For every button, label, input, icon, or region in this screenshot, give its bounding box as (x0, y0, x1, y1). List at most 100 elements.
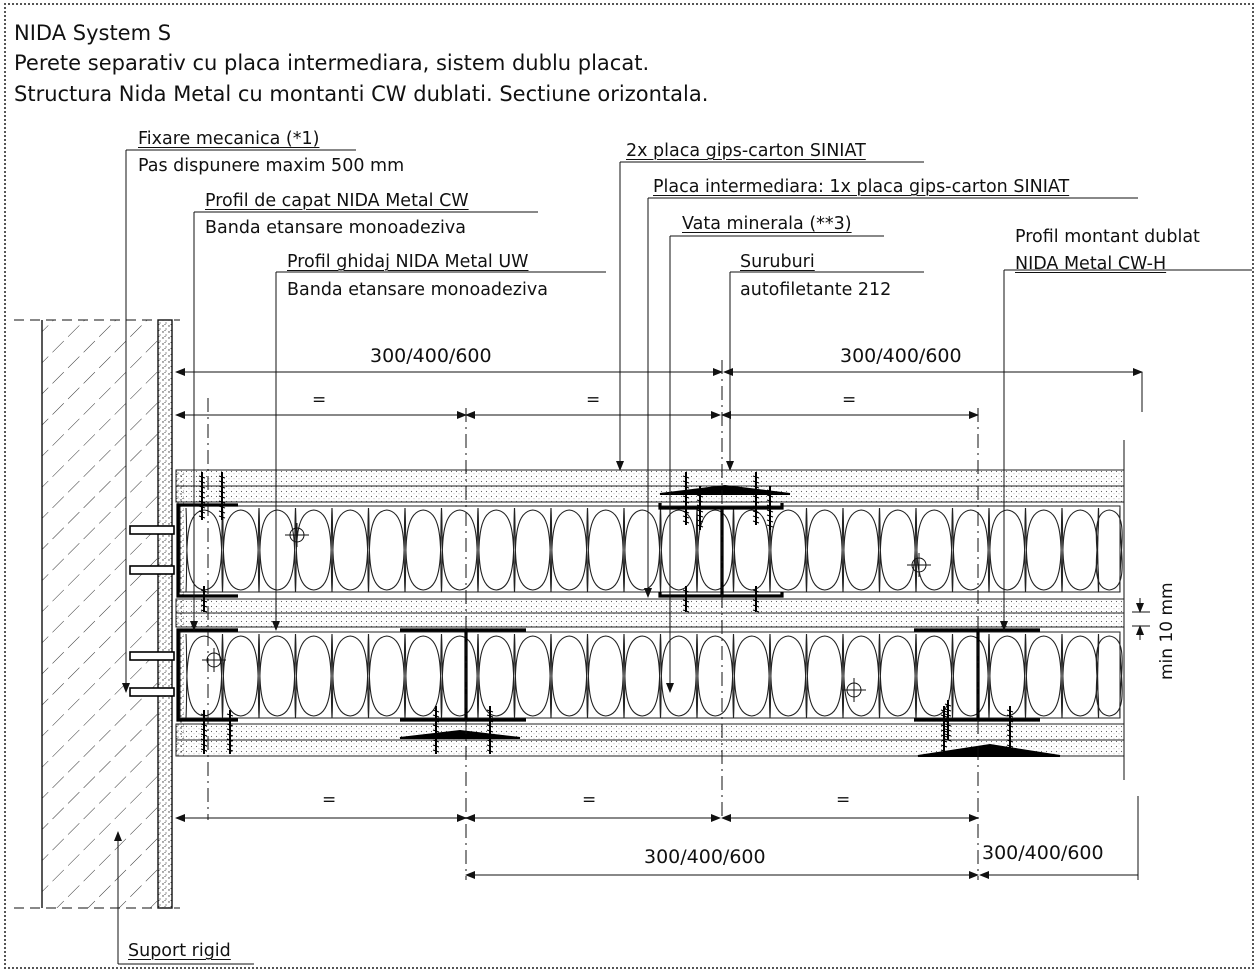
wool-loop (842, 633, 881, 719)
screw-thread (696, 514, 704, 518)
screw-thread (226, 738, 234, 742)
screw-thread (218, 490, 226, 494)
screw-thread (486, 729, 494, 733)
screw-thread (432, 724, 440, 728)
dim-top-right: 300/400/600 (840, 345, 962, 367)
screw-thread (218, 495, 226, 499)
wool-loop (805, 633, 844, 719)
screw-thread (682, 495, 690, 499)
screw-thread (218, 515, 226, 519)
screw-thread (682, 505, 690, 509)
screw-thread (682, 604, 690, 608)
screw-thread (752, 594, 760, 598)
wool-loop (185, 633, 224, 719)
screw-head-fill (917, 743, 1061, 757)
screw-thread (1006, 724, 1014, 728)
screw-thread (226, 748, 234, 752)
screw-thread (198, 500, 206, 504)
screw-thread (226, 723, 234, 727)
screw-thread (1006, 739, 1014, 743)
wool-loop (440, 633, 479, 719)
wool-loop (623, 633, 662, 719)
screw-thread (682, 520, 690, 524)
screw-thread (696, 494, 704, 498)
label-placa-2x: 2x placa gips-carton SINIAT (626, 141, 866, 161)
eq-top-2: = (586, 390, 601, 410)
wool-loop (513, 507, 552, 593)
screw-thread (752, 510, 760, 514)
wool-loop (440, 507, 479, 593)
wool-loop (1061, 633, 1100, 719)
dotted-frame (4, 3, 1254, 969)
wool-loop (550, 507, 589, 593)
wool-loop (586, 633, 625, 719)
screw-thread (752, 599, 760, 603)
screw-thread (218, 510, 226, 514)
screw-thread (944, 723, 952, 727)
screw-thread (682, 475, 690, 479)
wool-loop (331, 633, 370, 719)
wool-loop (951, 633, 990, 719)
wool-loop (1095, 507, 1123, 593)
screw-thread (1006, 714, 1014, 718)
screws (198, 472, 1061, 757)
wool-loop (550, 633, 589, 719)
wool-loop (915, 507, 954, 593)
dim-top-left: 300/400/600 (370, 345, 492, 367)
wool-loop (878, 507, 917, 593)
wool-loop (294, 507, 333, 593)
wool-loop (659, 633, 698, 719)
screw-thread (486, 744, 494, 748)
screw-thread (486, 709, 494, 713)
label-fixare: Fixare mecanica (*1) (138, 129, 320, 149)
wool-loop (404, 633, 443, 719)
screw-thread (940, 724, 948, 728)
screw-thread (200, 713, 208, 717)
screw-thread (198, 480, 206, 484)
screw-thread (218, 500, 226, 504)
screw-thread (198, 510, 206, 514)
screw-thread (200, 738, 208, 742)
title-line-1: NIDA System S (14, 21, 172, 45)
wool-loop (586, 507, 625, 593)
screw-thread (432, 739, 440, 743)
wool-loop (1024, 633, 1063, 719)
screw-thread (682, 480, 690, 484)
screw-thread (200, 594, 208, 598)
label-profil-capat: Profil de capat NIDA Metal CW (205, 191, 469, 211)
screw-thread (944, 703, 952, 707)
screw-thread (682, 485, 690, 489)
screw-thread (696, 519, 704, 523)
label-montant-2: NIDA Metal CW-H (1015, 254, 1167, 274)
wool-loop (696, 507, 735, 593)
screw-thread (766, 509, 774, 513)
label-profil-ghidaj: Profil ghidaj NIDA Metal UW (287, 252, 529, 272)
label-banda-2: Banda etansare monoadeziva (287, 280, 548, 300)
wool-loop (1024, 507, 1063, 593)
screw-thread (200, 599, 208, 603)
screw-thread (944, 738, 952, 742)
label-vata: Vata minerala (**3) (682, 214, 852, 234)
screw-thread (766, 494, 774, 498)
label-suruburi: Suruburi (740, 252, 815, 272)
screw-thread (1006, 744, 1014, 748)
screw-thread (486, 714, 494, 718)
dim-min-gap: min 10 mm (1157, 582, 1177, 680)
screw-thread (200, 604, 208, 608)
label-placa-intermediara: Placa intermediara: 1x placa gips-carton… (653, 177, 1070, 197)
wool-loop (988, 633, 1027, 719)
screw-thread (752, 495, 760, 499)
screw-thread (944, 713, 952, 717)
screw-thread (696, 524, 704, 528)
eq-top-3: = (842, 390, 857, 410)
wool-loop (842, 507, 881, 593)
screw-thread (940, 744, 948, 748)
wall-anchors (129, 525, 175, 697)
wool-loop (185, 507, 224, 593)
eq-bottom-3: = (836, 790, 851, 810)
screw-thread (200, 723, 208, 727)
screw-thread (940, 729, 948, 733)
screw-thread (682, 594, 690, 598)
screw-thread (226, 733, 234, 737)
